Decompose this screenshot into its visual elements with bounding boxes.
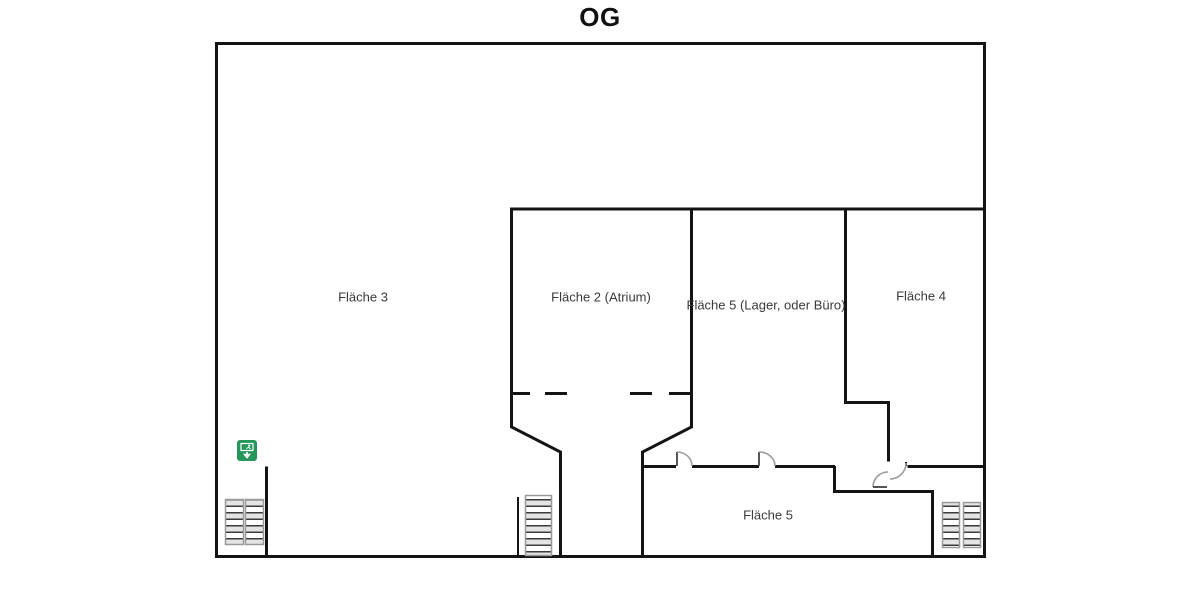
door-symbol-corner [872, 462, 907, 488]
door-symbol-left [676, 451, 693, 467]
room-label-flaeche-4: Fläche 4 [896, 288, 946, 304]
interior-walls [265, 207, 985, 558]
stairs-symbol-bottom-left [224, 498, 265, 546]
stairs-symbol-middle [524, 494, 553, 557]
room-label-flaeche-5-lager: Fläche 5 (Lager, oder Büro) [686, 297, 846, 313]
page-title: OG [579, 2, 621, 32]
outer-wall [215, 42, 986, 558]
room-label-flaeche-5-unten: Fläche 5 [743, 507, 793, 523]
door-symbols [676, 451, 907, 488]
emergency-exit-icon [237, 440, 257, 461]
room-label-flaeche-2-atrium: Fläche 2 (Atrium) [551, 289, 651, 305]
stairs-symbol-bottom-right [941, 501, 982, 549]
door-symbol-middle [758, 451, 776, 467]
room-label-flaeche-3: Fläche 3 [338, 289, 388, 305]
stairs-symbols [224, 494, 982, 557]
